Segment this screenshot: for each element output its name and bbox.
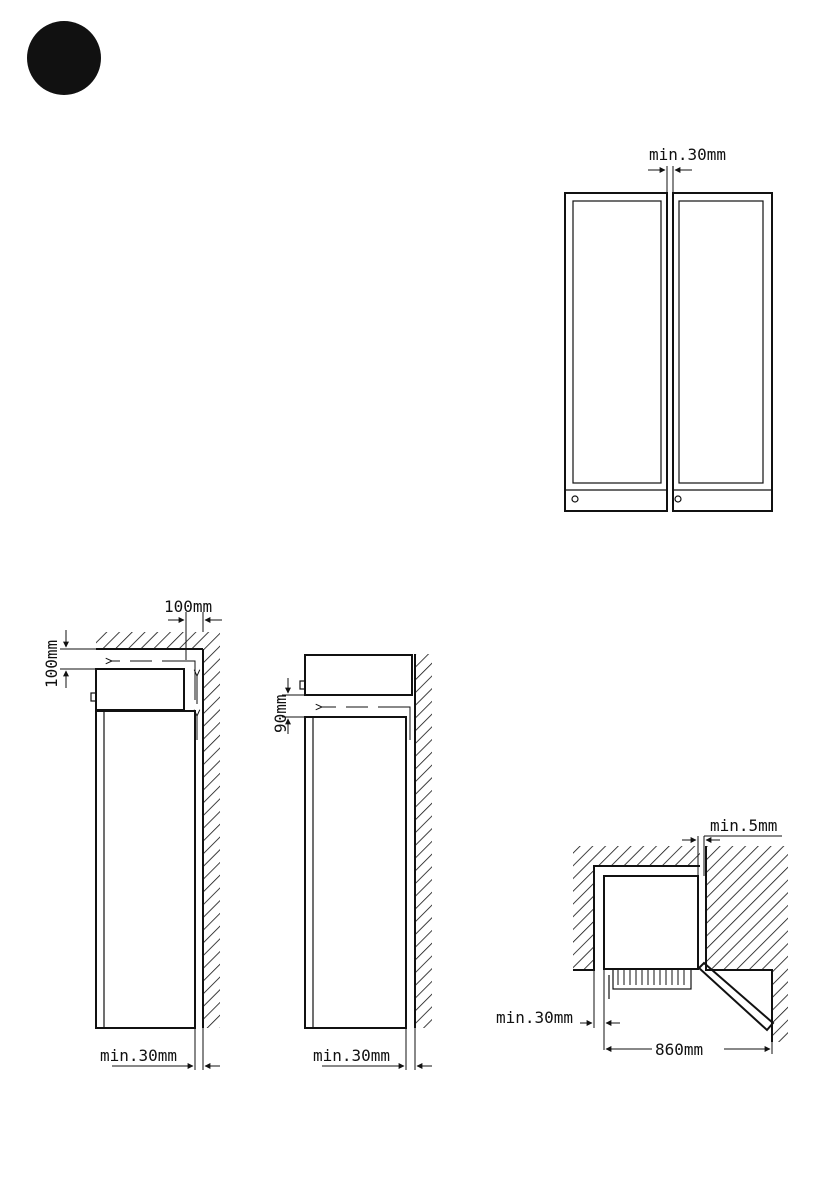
ceiling-hatch [96,632,203,649]
door-swing-width-label: 860mm [655,1040,703,1059]
rear-gap-left-label: min.30mm [100,1046,177,1065]
side-by-side-view: min.30mm [565,145,772,511]
rear-wall-hatch-2 [415,654,432,1028]
top-clearance-vertical-label: 100mm [42,640,61,688]
side-by-side-gap-label: min.30mm [649,145,726,164]
door-left-gap-label: min.30mm [496,1008,573,1027]
under-cabinet-gap-label: 90mm [271,694,290,733]
rear-gap-right-label: min.30mm [313,1046,390,1065]
rear-wall-hatch [203,632,220,1028]
step-badge [27,21,101,95]
niche-wall-hatch [573,846,700,970]
top-clearance-horizontal-label: 100mm [164,597,212,616]
door-side-gap-label: min.5mm [710,816,777,835]
side-view-under-cabinet: 90mm min.30mm [271,654,432,1070]
top-view-door-swing: min.5mm min.30mm 860mm [496,816,788,1059]
side-view-top-clearance: 100mm 100mm min.30mm [42,597,222,1070]
